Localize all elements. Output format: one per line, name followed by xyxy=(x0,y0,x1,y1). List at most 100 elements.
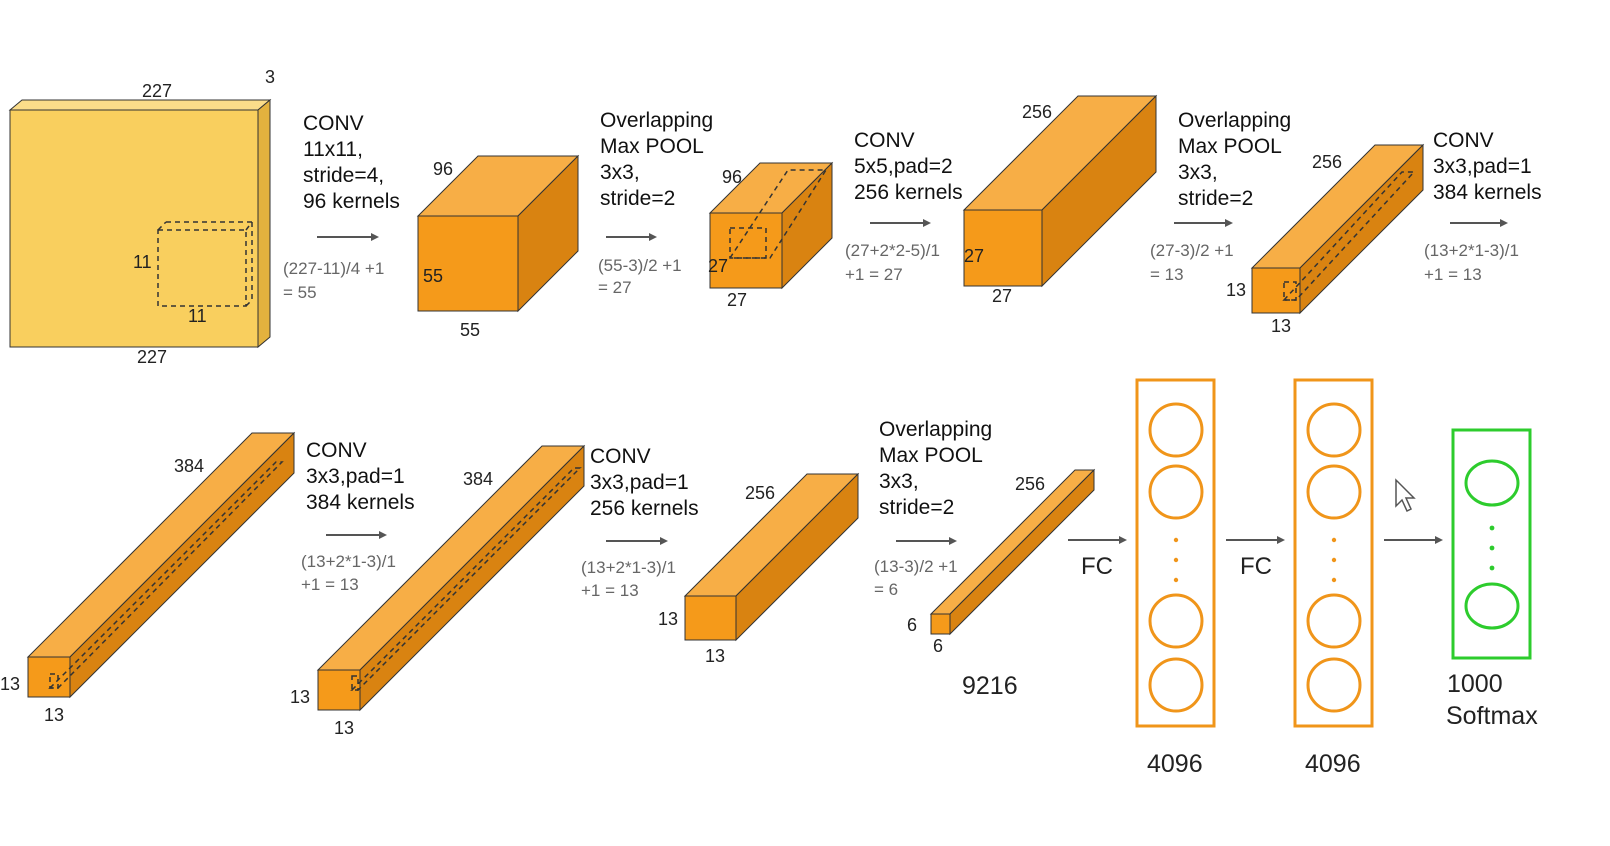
block-55x55x96: 96 55 55 xyxy=(416,154,580,340)
conv3-stage: CONV 3x3,pad=1 384 kernels (13+2*1-3)/1 … xyxy=(1424,129,1542,284)
input-volume: 227 3 11 11 227 xyxy=(8,67,275,367)
pool1-line-3: 3x3, xyxy=(600,161,640,184)
pool3-stage: Overlapping Max POOL 3x3, stride=2 (13-3… xyxy=(874,418,992,599)
block-27x27x256: 256 27 27 xyxy=(962,94,1158,306)
pool3-calc-2: = 6 xyxy=(874,580,898,599)
block2-depth: 96 xyxy=(722,167,742,187)
conv4-calc-1: (13+2*1-3)/1 xyxy=(301,552,396,571)
pool3-line-1: Overlapping xyxy=(879,418,992,441)
conv4-line-2: 3x3,pad=1 xyxy=(306,465,405,488)
block2-front: 27 xyxy=(708,256,728,276)
conv5-stage: CONV 3x3,pad=1 256 kernels (13+2*1-3)/1 … xyxy=(581,445,699,600)
conv1-calc-2: = 55 xyxy=(283,283,317,302)
conv2-calc-1: (27+2*2-5)/1 xyxy=(845,241,940,260)
output-stage: 1000 Softmax xyxy=(1384,428,1538,730)
block5-front: 13 xyxy=(0,674,20,694)
block7-depth: 256 xyxy=(745,483,775,503)
conv5-line-3: 256 kernels xyxy=(590,497,699,520)
block6-front: 13 xyxy=(290,687,310,707)
block4-front: 13 xyxy=(1226,280,1246,300)
pool1-line-4: stride=2 xyxy=(600,187,675,210)
pool3-calc-1: (13-3)/2 +1 xyxy=(874,557,958,576)
fc2-layer xyxy=(1293,378,1374,728)
block5-bottom: 13 xyxy=(44,705,64,725)
block-27x27x96: 96 27 27 xyxy=(708,161,834,310)
conv5-line-1: CONV xyxy=(590,445,651,468)
block5-depth: 384 xyxy=(174,456,204,476)
input-width-bottom: 227 xyxy=(137,347,167,367)
pool3-line-4: stride=2 xyxy=(879,496,954,519)
fc2-size: 4096 xyxy=(1305,750,1361,778)
pool2-line-1: Overlapping xyxy=(1178,109,1291,132)
fc1-layer xyxy=(1135,378,1216,728)
block6-depth: 384 xyxy=(463,469,493,489)
input-kernel-width: 11 xyxy=(188,306,207,326)
block2-bottom: 27 xyxy=(727,290,747,310)
conv5-line-2: 3x3,pad=1 xyxy=(590,471,689,494)
block7-bottom: 13 xyxy=(705,646,725,666)
mouse-cursor-icon xyxy=(1395,478,1416,513)
conv1-line-2: 11x11, xyxy=(303,138,363,161)
block3-bottom: 27 xyxy=(992,286,1012,306)
conv2-line-1: CONV xyxy=(854,129,915,152)
conv3-line-1: CONV xyxy=(1433,129,1494,152)
conv2-line-3: 256 kernels xyxy=(854,181,963,204)
conv5-calc-2: +1 = 13 xyxy=(581,581,639,600)
pool2-stage: Overlapping Max POOL 3x3, stride=2 (27-3… xyxy=(1150,109,1291,284)
conv1-calc-1: (227-11)/4 +1 xyxy=(283,259,384,278)
input-top-face xyxy=(8,99,272,111)
fc2-label: FC xyxy=(1240,553,1272,580)
block7-front: 13 xyxy=(658,609,678,629)
block3-front: 27 xyxy=(964,246,984,266)
fc1-size: 4096 xyxy=(1147,750,1203,778)
pool2-calc-1: (27-3)/2 +1 xyxy=(1150,241,1234,260)
input-side-face xyxy=(257,98,271,349)
block3-depth: 256 xyxy=(1022,102,1052,122)
conv1-line-3: stride=4, xyxy=(303,164,384,187)
conv5-calc-1: (13+2*1-3)/1 xyxy=(581,558,676,577)
conv3-calc-2: +1 = 13 xyxy=(1424,265,1482,284)
conv2-line-2: 5x5,pad=2 xyxy=(854,155,953,178)
pool3-line-3: 3x3, xyxy=(879,470,919,493)
conv1-line-4: 96 kernels xyxy=(303,190,400,213)
pool1-calc-1: (55-3)/2 +1 xyxy=(598,256,682,275)
conv4-stage: CONV 3x3,pad=1 384 kernels (13+2*1-3)/1 … xyxy=(301,439,415,594)
conv4-line-3: 384 kernels xyxy=(306,491,415,514)
fc1-label: FC xyxy=(1081,553,1113,580)
conv4-line-1: CONV xyxy=(306,439,367,462)
pool2-line-2: Max POOL xyxy=(1178,135,1282,158)
block-6x6x256: 256 6 6 9216 xyxy=(907,468,1096,700)
conv1-stage: CONV 11x11, stride=4, 96 kernels (227-11… xyxy=(283,112,400,302)
pool2-line-4: stride=2 xyxy=(1178,187,1253,210)
output-label: Softmax xyxy=(1446,702,1538,730)
pool1-line-1: Overlapping xyxy=(600,109,713,132)
pool2-line-3: 3x3, xyxy=(1178,161,1218,184)
conv4-calc-2: +1 = 13 xyxy=(301,575,359,594)
input-front-face xyxy=(9,109,259,348)
pool1-stage: Overlapping Max POOL 3x3, stride=2 (55-3… xyxy=(598,109,713,297)
fc2-stage: FC 4096 xyxy=(1226,378,1374,778)
fc1-stage: FC 4096 xyxy=(1068,378,1216,778)
block-13x13x256-b: 256 13 13 xyxy=(658,472,860,666)
block-13x13x384-a: 384 13 13 xyxy=(0,431,296,725)
block6-bottom: 13 xyxy=(334,718,354,738)
input-kernel-height: 11 xyxy=(133,252,152,272)
input-kernel-front xyxy=(157,229,247,307)
block4-depth: 256 xyxy=(1312,152,1342,172)
block-13x13x384-b: 384 13 13 xyxy=(290,444,586,738)
pool1-line-2: Max POOL xyxy=(600,135,704,158)
flatten-size: 9216 xyxy=(962,672,1018,700)
block-13x13x256: 256 13 13 xyxy=(1226,143,1425,336)
softmax-layer xyxy=(1451,428,1532,660)
input-width-top: 227 xyxy=(142,81,172,101)
pool1-calc-2: = 27 xyxy=(598,278,632,297)
pool3-line-2: Max POOL xyxy=(879,444,983,467)
conv1-line-1: CONV xyxy=(303,112,364,135)
conv3-line-2: 3x3,pad=1 xyxy=(1433,155,1532,178)
block4-bottom: 13 xyxy=(1271,316,1291,336)
pool2-calc-2: = 13 xyxy=(1150,265,1184,284)
block8-front: 6 xyxy=(907,615,917,635)
conv2-calc-2: +1 = 27 xyxy=(845,265,903,284)
output-size: 1000 xyxy=(1447,670,1503,698)
